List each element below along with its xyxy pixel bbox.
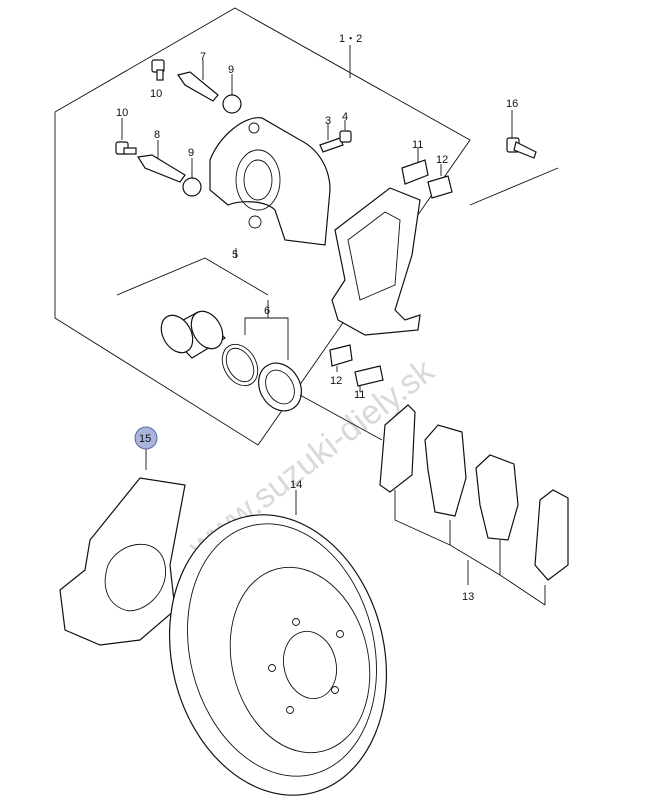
part-5-piston[interactable] [116,248,269,359]
part-3-bleeder[interactable] [319,124,344,153]
callout-16[interactable]: 16 [506,98,518,110]
part-9-boot-left[interactable] [182,158,202,197]
callout-5[interactable]: 5 [232,249,238,261]
part-13-brake-pads[interactable] [379,404,569,606]
callout-3[interactable]: 3 [325,115,331,127]
callout-12-upper[interactable]: 12 [436,154,448,166]
caliper-bracket[interactable] [331,187,421,336]
part-15-dust-shield[interactable] [59,448,186,646]
callout-1-2[interactable]: 1・2 [339,33,362,45]
part-8-guide-pin[interactable] [136,140,186,183]
part-12-clip-lower[interactable] [329,344,353,372]
callout-15[interactable]: 15 [139,433,151,445]
callout-8[interactable]: 8 [154,129,160,141]
callout-9-top[interactable]: 9 [228,64,234,76]
part-4-cap[interactable] [339,120,352,143]
callout-labels: 1・2 3 4 5 6 7 8 9 9 10 10 11 11 12 12 13… [116,33,518,603]
part-16-bolt[interactable] [506,110,537,159]
callout-4[interactable]: 4 [342,111,348,123]
callout-14[interactable]: 14 [290,479,302,491]
callout-7[interactable]: 7 [200,51,206,63]
callout-11-lower[interactable]: 11 [354,389,365,401]
callout-12-lower[interactable]: 12 [330,375,342,387]
part-11-clip-lower[interactable] [354,365,384,392]
callout-15-highlight[interactable] [134,426,158,450]
part-11-clip-upper[interactable] [401,148,429,185]
callout-10-left[interactable]: 10 [116,107,128,119]
part-10-bolt-top[interactable] [151,59,165,81]
callout-11-upper[interactable]: 11 [412,139,423,151]
part-7-guide-pin[interactable] [177,60,219,102]
callout-13[interactable]: 13 [462,591,474,603]
part-9-boot-top[interactable] [222,74,242,114]
part-12-clip-upper[interactable] [427,164,453,199]
callout-9-left[interactable]: 9 [188,147,194,159]
caliper-body[interactable] [209,117,331,246]
part-10-bolt-left[interactable] [115,118,137,155]
part-6-seals[interactable] [215,300,310,419]
callout-6[interactable]: 6 [264,305,270,317]
callout-10-top[interactable]: 10 [150,88,162,100]
part-14-brake-disc[interactable] [141,490,415,803]
